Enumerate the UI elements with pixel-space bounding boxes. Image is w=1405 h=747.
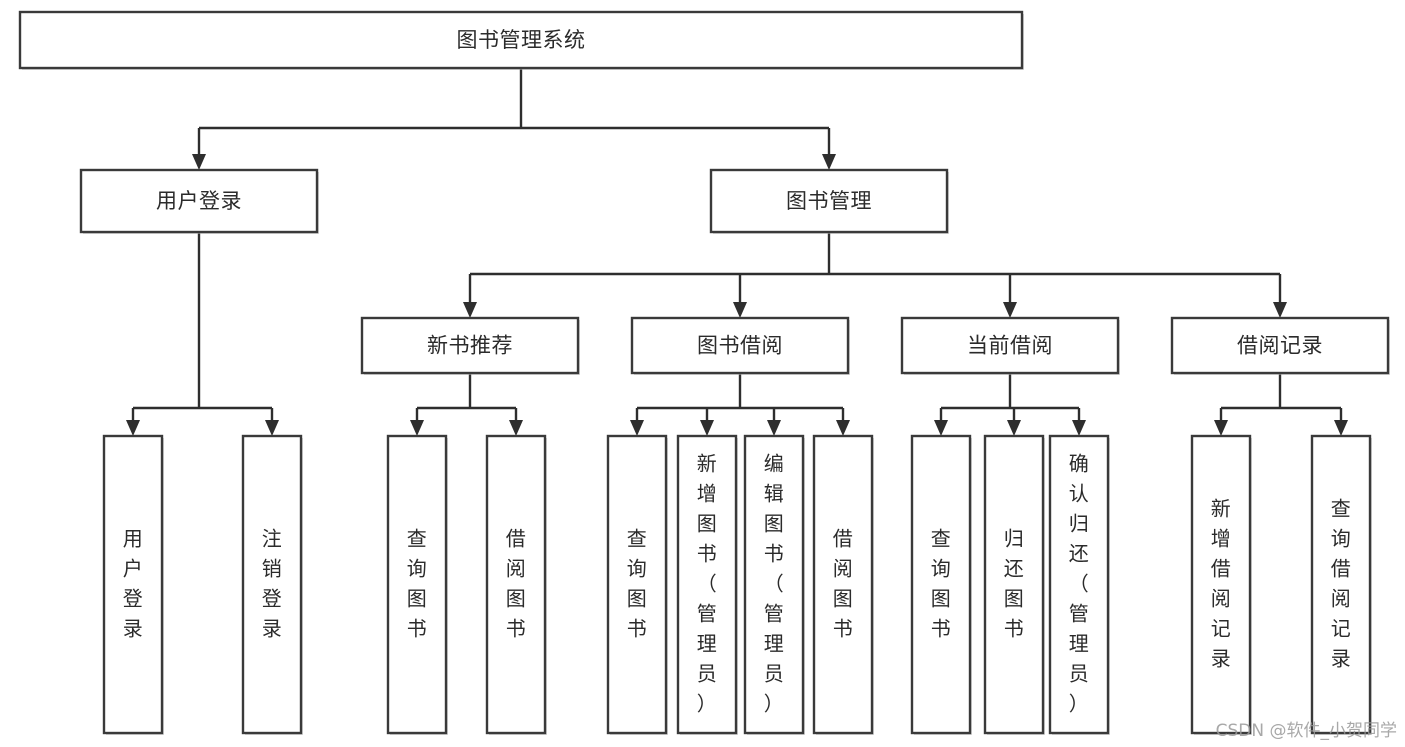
edge-group-new-book-rec (410, 373, 523, 436)
node-box[interactable] (1170, 316, 1390, 375)
node-label: 新书推荐 (427, 334, 513, 358)
connector-arrow-icon (410, 420, 424, 436)
node-box[interactable] (241, 434, 303, 735)
node-book-manage[interactable]: 图书管理 (709, 168, 949, 234)
connector-arrow-icon (1214, 420, 1228, 436)
node-box[interactable] (910, 434, 972, 735)
node-box[interactable] (812, 434, 874, 735)
node-label: 借阅记录 (1237, 334, 1323, 358)
connector-arrow-icon (1072, 420, 1086, 436)
node-box[interactable] (1190, 434, 1252, 735)
edge-group-current-borrow (934, 373, 1086, 436)
node-box[interactable] (485, 434, 547, 735)
connector-arrow-icon (822, 154, 836, 170)
node-label: 查询图书 (627, 526, 648, 640)
connector-arrow-icon (509, 420, 523, 436)
edge-group-borrow-record (1214, 373, 1348, 436)
node-box[interactable] (386, 434, 448, 735)
node-label: 图书管理 (786, 189, 872, 213)
node-box[interactable] (1310, 434, 1372, 735)
connector-arrow-icon (1334, 420, 1348, 436)
node-user-login[interactable]: 用户登录 (79, 168, 319, 234)
node-box[interactable] (1048, 434, 1110, 735)
node-layer: 图书管理系统用户登录图书管理新书推荐图书借阅当前借阅借阅记录用户登录注销登录查询… (18, 10, 1390, 735)
node-label: 当前借阅 (967, 334, 1053, 358)
node-f-user-logout[interactable]: 注销登录 (241, 434, 303, 735)
node-f-rec-borrow[interactable]: 借阅图书 (485, 434, 547, 735)
node-label: 新增图书（管理员） (697, 451, 718, 715)
connector-arrow-icon (836, 420, 850, 436)
node-f-borrow-add[interactable]: 新增图书（管理员） (676, 434, 738, 735)
connector-arrow-icon (1273, 302, 1287, 318)
node-label: 用户登录 (123, 526, 144, 640)
node-f-rec-add[interactable]: 新增借阅记录 (1190, 434, 1252, 735)
node-label: 注销登录 (262, 526, 283, 640)
node-box[interactable] (360, 316, 580, 375)
node-label: 归还图书 (1004, 526, 1025, 640)
connector-arrow-icon (1003, 302, 1017, 318)
node-current-borrow[interactable]: 当前借阅 (900, 316, 1120, 375)
edge-group-root (192, 68, 836, 170)
connector-arrow-icon (463, 302, 477, 318)
node-box[interactable] (102, 434, 164, 735)
connector-arrow-icon (934, 420, 948, 436)
node-f-borrow-edit[interactable]: 编辑图书（管理员） (743, 434, 805, 735)
connector-arrow-icon (126, 420, 140, 436)
node-f-cur-query[interactable]: 查询图书 (910, 434, 972, 735)
node-label: 图书管理系统 (457, 28, 586, 52)
node-f-rec-query[interactable]: 查询图书 (386, 434, 448, 735)
connector-arrow-icon (192, 154, 206, 170)
connector-arrow-icon (700, 420, 714, 436)
connector-arrow-icon (630, 420, 644, 436)
node-label: 编辑图书（管理员） (764, 451, 785, 715)
connector-arrow-icon (767, 420, 781, 436)
node-label: 借阅图书 (506, 526, 527, 640)
node-label: 图书借阅 (697, 334, 783, 358)
node-label: 确认归还（管理员） (1069, 451, 1090, 715)
node-label: 查询借阅记录 (1331, 496, 1352, 670)
node-box[interactable] (606, 434, 668, 735)
node-box[interactable] (900, 316, 1120, 375)
node-label: 用户登录 (156, 189, 242, 213)
node-box[interactable] (983, 434, 1045, 735)
node-f-borrow-query[interactable]: 查询图书 (606, 434, 668, 735)
connector-layer (126, 68, 1348, 436)
node-label: 查询图书 (931, 526, 952, 640)
node-borrow-record[interactable]: 借阅记录 (1170, 316, 1390, 375)
node-box[interactable] (79, 168, 319, 234)
connector-arrow-icon (1007, 420, 1021, 436)
node-box[interactable] (630, 316, 850, 375)
edge-group-book-borrow (630, 373, 850, 436)
node-f-user-login[interactable]: 用户登录 (102, 434, 164, 735)
connector-arrow-icon (265, 420, 279, 436)
node-root[interactable]: 图书管理系统 (18, 10, 1024, 70)
node-new-book-rec[interactable]: 新书推荐 (360, 316, 580, 375)
node-f-rec-search[interactable]: 查询借阅记录 (1310, 434, 1372, 735)
node-book-borrow[interactable]: 图书借阅 (630, 316, 850, 375)
node-box[interactable] (676, 434, 738, 735)
node-label: 借阅图书 (833, 526, 854, 640)
node-f-borrow-lend[interactable]: 借阅图书 (812, 434, 874, 735)
node-box[interactable] (743, 434, 805, 735)
connector-arrow-icon (733, 302, 747, 318)
node-f-cur-return[interactable]: 归还图书 (983, 434, 1045, 735)
node-label: 查询图书 (407, 526, 428, 640)
node-f-cur-confirm[interactable]: 确认归还（管理员） (1048, 434, 1110, 735)
node-label: 新增借阅记录 (1211, 496, 1232, 670)
edge-group-book-manage (463, 232, 1287, 318)
edge-group-user-login (126, 232, 279, 436)
node-box[interactable] (18, 10, 1024, 70)
node-box[interactable] (709, 168, 949, 234)
